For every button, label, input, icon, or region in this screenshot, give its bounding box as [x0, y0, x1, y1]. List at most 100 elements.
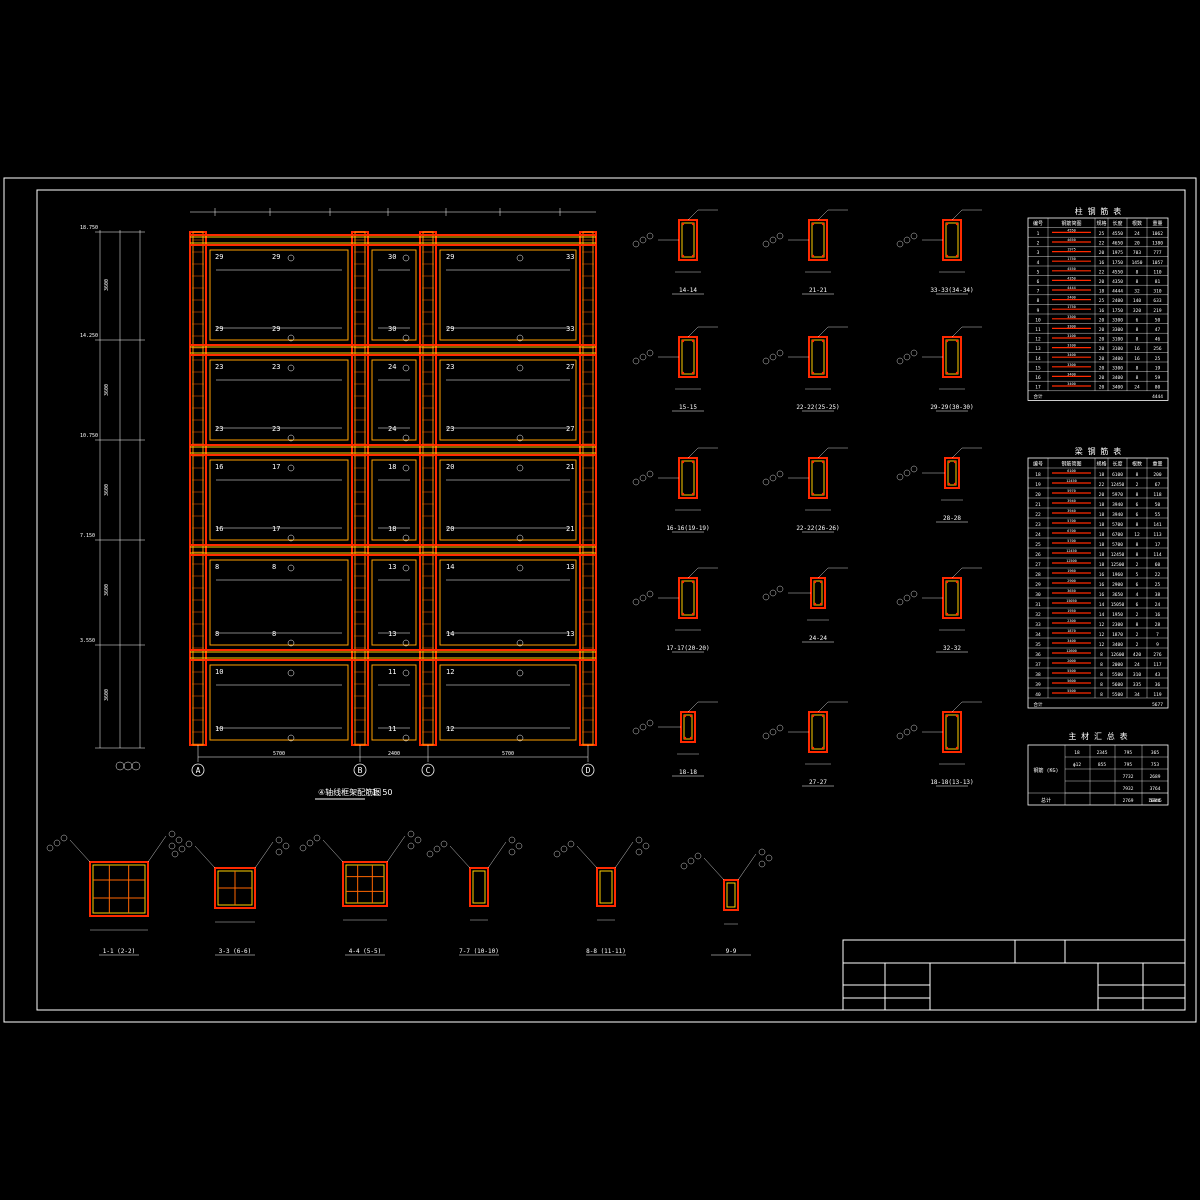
- table-cell: 18: [1099, 542, 1105, 548]
- rebar-mark-circle: [639, 723, 647, 731]
- table-cell: 8: [1136, 522, 1139, 528]
- leader-line: [487, 841, 507, 869]
- rebar-mark-circle: [769, 236, 777, 244]
- bar-mark-circle: [516, 734, 524, 742]
- table-cell: 420: [1133, 652, 1141, 658]
- table-cell: 36: [1035, 652, 1041, 658]
- rebar-dot: [945, 222, 949, 226]
- table-cell: 4350: [1112, 279, 1123, 285]
- bar-mark-number: 8: [272, 630, 276, 638]
- bay-dimension: 2400: [388, 751, 400, 757]
- section-label: 18-18: [679, 769, 697, 776]
- table-cell: 26: [1035, 552, 1041, 558]
- table-cell: 753: [1151, 762, 1159, 768]
- rebar-dot: [945, 746, 949, 750]
- rebar-shape-length: 3300: [1067, 324, 1075, 328]
- rebar-shape-length: 3650: [1067, 589, 1075, 593]
- bar-mark-circle: [516, 364, 524, 372]
- rebar-mark-circle: [769, 353, 777, 361]
- table-cell: 24: [1134, 385, 1140, 391]
- table-cell: 12: [1099, 622, 1105, 628]
- bay-rebar-outline: [371, 459, 417, 541]
- inner-border: [36, 189, 1186, 1011]
- table-cell: 32: [1035, 612, 1041, 618]
- bay-rebar-outline: [209, 664, 349, 741]
- frame-drawing-title: ④轴线框架配筋图: [318, 787, 381, 797]
- bay-rebar-outline: [209, 459, 349, 541]
- bay-rebar-outline: [209, 359, 349, 441]
- table-cell: 25: [1155, 582, 1161, 588]
- bar-mark-circle: [287, 669, 295, 677]
- table-cell: 20: [1099, 492, 1105, 498]
- frame-beam: [189, 544, 597, 556]
- table-cell: 50: [1155, 502, 1161, 508]
- rebar-dot: [945, 254, 949, 258]
- table-cell: 3650: [1112, 592, 1123, 598]
- rebar-dot: [683, 714, 687, 718]
- rebar-shape-length: 4350: [1067, 276, 1075, 280]
- table-cell: 5700: [1112, 542, 1123, 548]
- table-cell: 37: [1035, 662, 1041, 668]
- bar-mark-number: 8: [215, 630, 219, 638]
- bar-mark-circle: [402, 669, 410, 677]
- table-cell: 113: [1153, 532, 1161, 538]
- table-cell: 16: [1099, 308, 1105, 314]
- rebar-shape-length: 1950: [1067, 609, 1075, 613]
- rebar-shape-length: 3940: [1067, 499, 1075, 503]
- rebar-mark-circle: [175, 836, 183, 844]
- rebar-shape-length: 12500: [1066, 559, 1077, 563]
- story-height: 3600: [104, 384, 110, 396]
- story-height: 3600: [104, 484, 110, 496]
- rebar-shape-length: 1975: [1067, 248, 1075, 252]
- table-header: 规格: [1096, 220, 1106, 227]
- table-cell: 6: [1136, 582, 1139, 588]
- column-section-outline: [469, 867, 489, 907]
- table-cell: 7: [1037, 289, 1040, 295]
- bar-mark-number: 17: [272, 525, 280, 533]
- bar-mark-number: 29: [272, 253, 280, 261]
- rebar-mark-circle: [168, 830, 176, 838]
- rebar-mark-circle: [762, 478, 770, 486]
- rebar-dot: [955, 371, 959, 375]
- table-cell: 18: [1035, 472, 1041, 478]
- rebar-mark-circle: [515, 842, 523, 850]
- bar-mark-number: 13: [388, 563, 396, 571]
- bay-rebar-outline: [209, 249, 349, 341]
- beam-section-stirrup: [811, 714, 825, 750]
- table-cell: 8: [1136, 365, 1139, 371]
- rebar-dot: [811, 222, 815, 226]
- rebar-mark-circle: [910, 349, 918, 357]
- table-cell: 30: [1035, 592, 1041, 598]
- rebar-dot: [821, 714, 825, 718]
- column-section-outline: [89, 861, 149, 917]
- table-cell: 8: [1100, 682, 1103, 688]
- table-cell: 25: [1099, 231, 1105, 237]
- leader-line: [951, 567, 963, 579]
- bay-rebar-outline: [439, 359, 577, 441]
- beam-section-outline: [944, 457, 960, 489]
- bar-mark-number: 30: [388, 253, 396, 261]
- table-cell: 12450: [1111, 482, 1125, 488]
- rebar-shape-length: 3400: [1067, 639, 1075, 643]
- rebar-dot: [953, 482, 957, 486]
- table-cell: 21: [1035, 502, 1041, 508]
- table-cell: 219: [1153, 308, 1161, 314]
- leader-line: [817, 326, 829, 338]
- table-title: 柱 钢 筋 表: [1075, 206, 1121, 216]
- bar-mark-circle: [287, 734, 295, 742]
- table-cell: 335: [1133, 682, 1141, 688]
- rebar-dot: [681, 254, 685, 258]
- table-frame: [1027, 744, 1169, 806]
- bar-mark-circle: [287, 639, 295, 647]
- table-cell: 2: [1037, 241, 1040, 247]
- table-cell: 7732: [1123, 774, 1134, 780]
- table-cell: 2: [1136, 612, 1139, 618]
- rebar-mark-circle: [440, 840, 448, 848]
- rebar-dot: [681, 492, 685, 496]
- table-cell: 3400: [1112, 375, 1123, 381]
- frame-beam: [189, 649, 597, 661]
- table-cell: 18: [1099, 502, 1105, 508]
- rebar-dot: [819, 602, 823, 606]
- leader-line: [69, 839, 91, 863]
- bay-rebar-outline: [209, 559, 349, 646]
